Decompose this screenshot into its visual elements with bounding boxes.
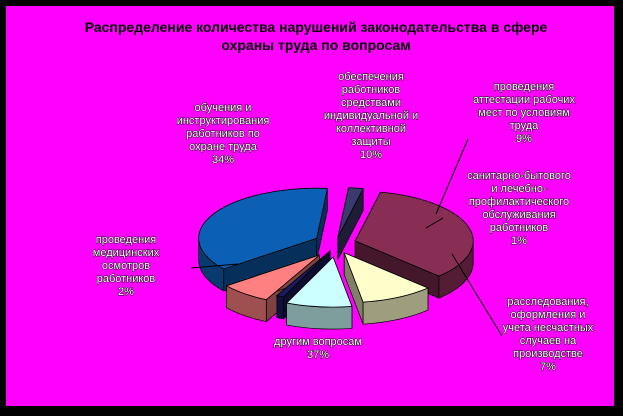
slice-value-label: 7% bbox=[540, 361, 556, 373]
slice-label-line: работников по bbox=[186, 128, 260, 140]
slice-label-line: защиты bbox=[351, 136, 390, 148]
leader-line-6 bbox=[451, 253, 503, 337]
leader-lines bbox=[190, 138, 503, 337]
slice-label-line: медицинских bbox=[93, 247, 160, 259]
slice-label-line: расследования, bbox=[507, 296, 588, 308]
pie-top-layer bbox=[198, 187, 474, 308]
slice-label-line: и лечебно- bbox=[491, 183, 547, 195]
slice-label-line: обучения и bbox=[195, 102, 252, 114]
slice-side-5-0 bbox=[276, 295, 284, 320]
slice-value-label: 10% bbox=[360, 149, 382, 161]
slice-label-line: обеспечения bbox=[338, 71, 404, 83]
slice-label-line: осмотров bbox=[102, 260, 150, 272]
slice-label-line: труда bbox=[510, 120, 540, 132]
pie-slice-6 bbox=[225, 254, 320, 301]
pie-slice-2 bbox=[354, 191, 474, 277]
slice-label-line: средствами bbox=[341, 97, 401, 109]
pie-slice-3 bbox=[343, 252, 429, 303]
slice-label-line: производстве bbox=[513, 348, 583, 360]
slice-label-line: индивидуальной и bbox=[324, 110, 418, 122]
slice-label-line: инструктирования bbox=[177, 115, 270, 127]
slice-label-line: охране труда bbox=[189, 141, 258, 153]
slice-label-line: санитарно-бытового bbox=[467, 170, 571, 182]
slice-label-line: мест по условиям bbox=[478, 107, 569, 119]
slice-label-line: проведения bbox=[494, 81, 555, 93]
slice-label-line: обслуживания bbox=[482, 209, 555, 221]
pie-slice-1 bbox=[337, 187, 364, 238]
slice-value-label: 34% bbox=[212, 154, 234, 166]
pie-slice-0 bbox=[198, 187, 328, 270]
slice-label-line: коллективной bbox=[336, 123, 406, 135]
leader-line-1 bbox=[190, 263, 239, 269]
slice-label-line: аттестации рабочих bbox=[473, 94, 575, 106]
slice-value-label: 2% bbox=[118, 286, 134, 298]
slice-label-line: другим вопросам bbox=[274, 336, 362, 348]
slice-label-line: профилактического bbox=[469, 196, 569, 208]
slice-label-line: учета несчастных bbox=[503, 322, 594, 334]
chart-title: Распределение количества нарушений закон… bbox=[84, 19, 548, 53]
slice-value-label: 1% bbox=[511, 235, 527, 247]
slice-label-line: работников bbox=[342, 84, 401, 96]
slice-value-label: 9% bbox=[516, 133, 532, 145]
slice-label-line: работников bbox=[490, 222, 549, 234]
pie-slice-4 bbox=[285, 256, 353, 308]
leader-line-4 bbox=[435, 138, 469, 215]
slice-label-line: проведения bbox=[96, 234, 157, 246]
slice-value-label: 37% bbox=[307, 349, 329, 361]
slice-label-line: работников bbox=[97, 273, 156, 285]
pie-slice-5 bbox=[275, 250, 331, 298]
slice-label-line: случаев на bbox=[520, 335, 577, 347]
leader-line-5 bbox=[425, 217, 444, 229]
slice-label-line: оформления и bbox=[511, 309, 586, 321]
